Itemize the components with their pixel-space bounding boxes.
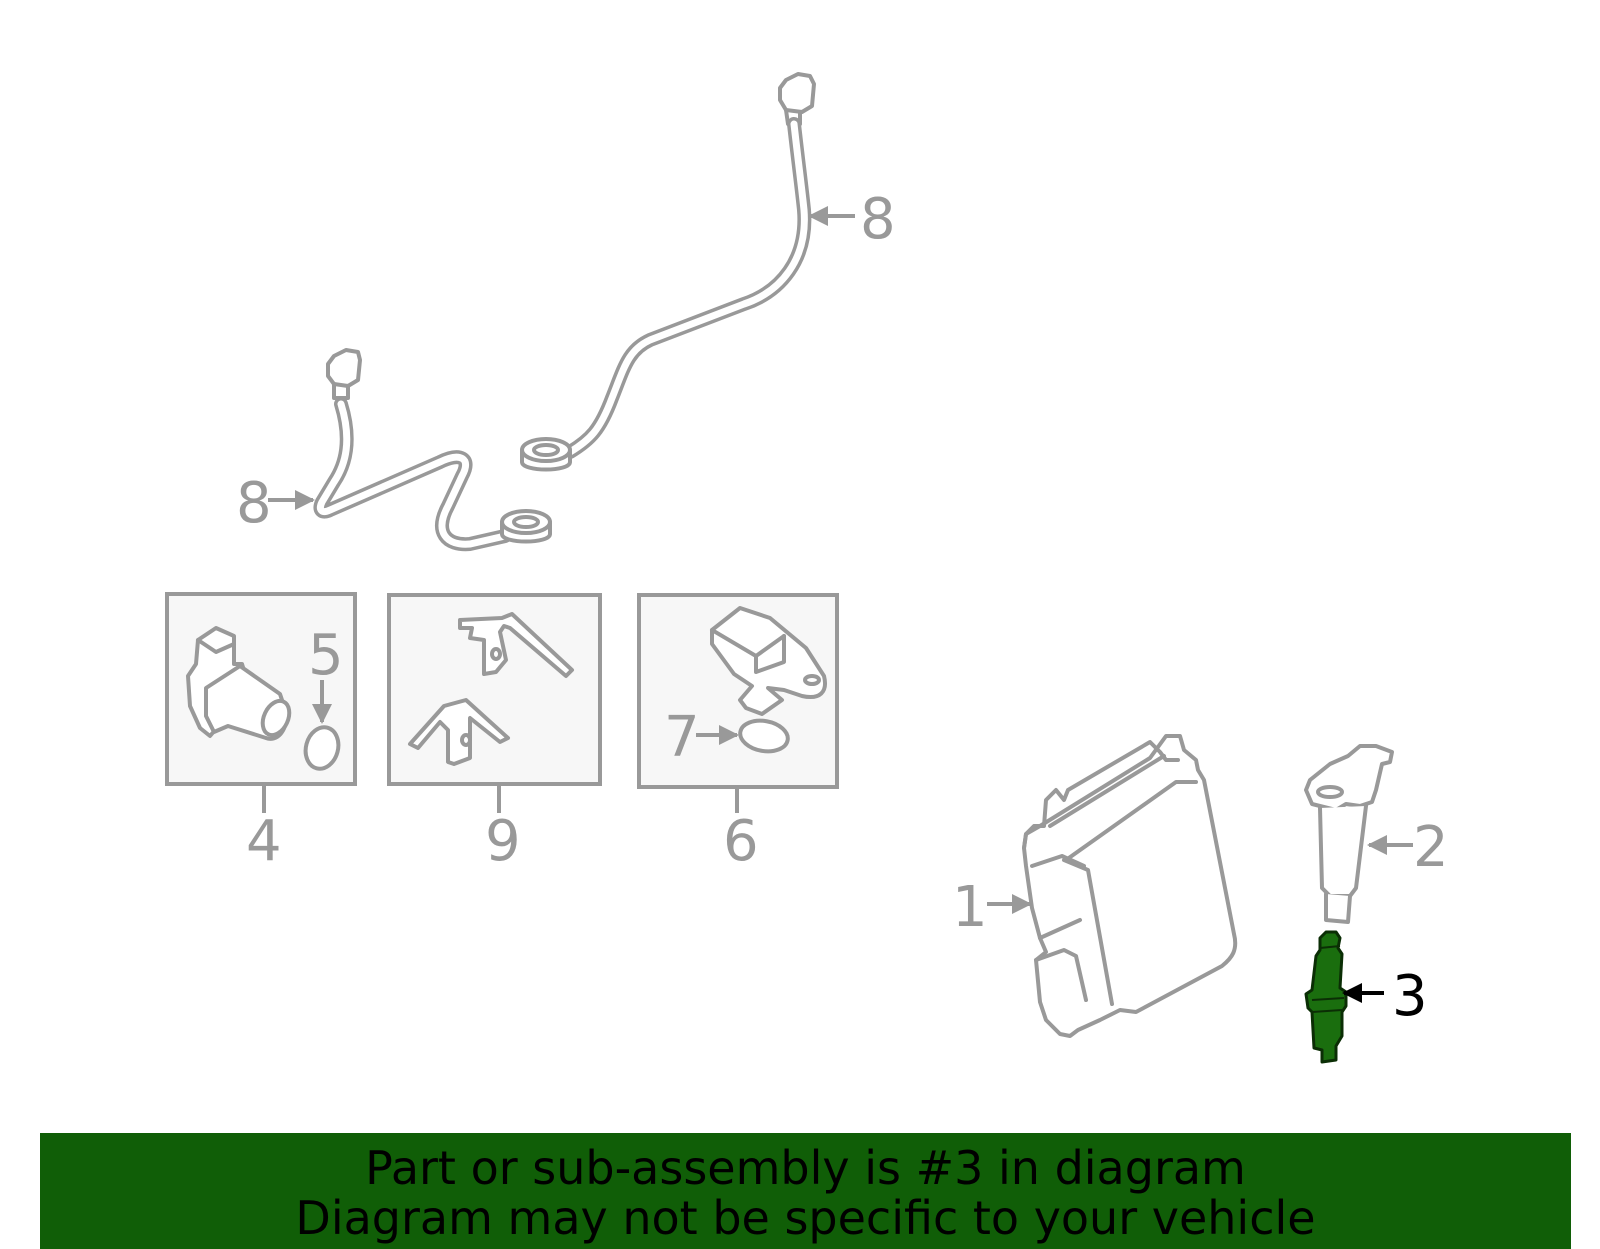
callout-6: 6 [723,809,759,874]
box-6-sensor [637,593,839,789]
callout-2: 2 [1413,815,1449,880]
callout-4: 4 [246,809,282,874]
box-9-brackets [387,593,602,786]
part-8-left-harness [313,348,552,552]
callout-3: 3 [1392,964,1428,1029]
part-2-ignition-coil [1304,744,1394,924]
callout-8-top: 8 [860,187,896,252]
callout-5: 5 [308,623,344,688]
part-8-upper-harness [520,72,816,472]
info-banner: Part or sub-assembly is #3 in diagram Di… [40,1133,1571,1249]
part-3-spark-plug [1304,930,1348,1064]
callout-8-left: 8 [236,471,272,536]
banner-line-1: Part or sub-assembly is #3 in diagram [365,1141,1246,1195]
part-1-ecm [1022,734,1238,1038]
banner-line-2: Diagram may not be specific to your vehi… [295,1191,1316,1245]
callout-7: 7 [664,705,700,770]
callout-1: 1 [952,875,988,940]
leader-lines [262,206,1413,1003]
callout-9: 9 [485,809,521,874]
